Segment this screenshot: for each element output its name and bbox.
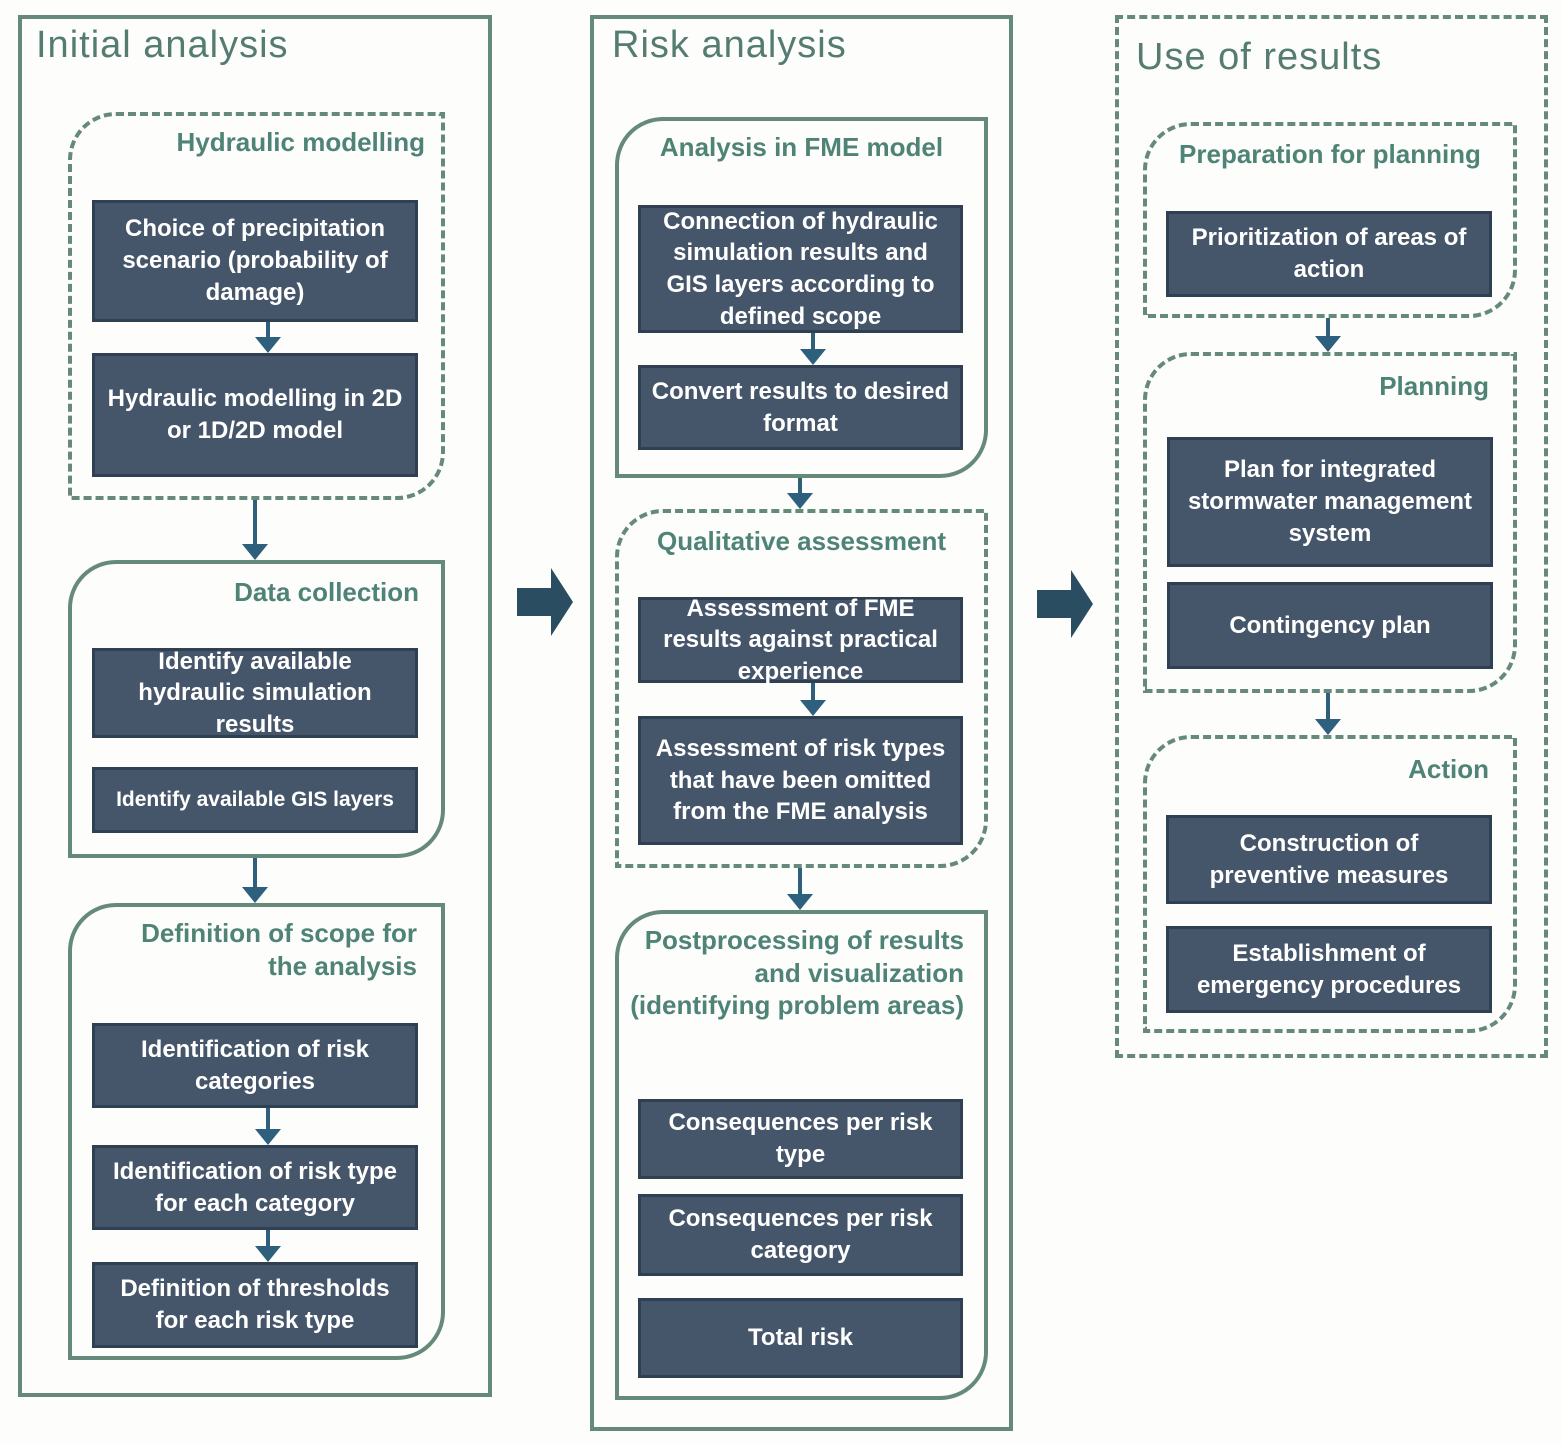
group-heading: Hydraulic modelling	[176, 127, 426, 157]
process-box: Connection of hydraulic simulation resul…	[638, 205, 963, 333]
group-heading: Action	[1408, 754, 1489, 784]
group-heading: Analysis in FME model	[659, 132, 944, 162]
group-definition-of-scope: Definition of scope for the analysis Ide…	[68, 903, 445, 1360]
arrow-down-icon	[242, 500, 268, 560]
group-postprocessing: Postprocessing of results and visualizat…	[615, 910, 988, 1400]
group-hydraulic-modelling: Hydraulic modelling Choice of precipitat…	[68, 112, 445, 500]
process-box: Consequences per risk type	[638, 1099, 963, 1179]
group-qualitative-assessment: Qualitative assessment Assessment of FME…	[615, 509, 988, 868]
process-box: Hydraulic modelling in 2D or 1D/2D model	[92, 353, 418, 477]
column-initial-analysis	[18, 15, 492, 1397]
arrow-down-icon	[242, 858, 268, 903]
process-box: Choice of precipitation scenario (probab…	[92, 200, 418, 322]
group-data-collection: Data collection Identify available hydra…	[68, 560, 445, 858]
process-box: Assessment of risk types that have been …	[638, 716, 963, 845]
group-heading: Preparation for planning	[1179, 139, 1481, 169]
process-box: Construction of preventive measures	[1166, 815, 1492, 904]
arrow-down-icon	[800, 683, 826, 716]
arrow-down-icon	[255, 1230, 281, 1262]
arrow-down-icon	[1315, 693, 1341, 735]
process-box: Assessment of FME results against practi…	[638, 595, 963, 685]
arrow-right-icon	[1037, 570, 1093, 638]
arrow-down-icon	[787, 868, 813, 910]
group-heading: Definition of scope for the analysis	[141, 918, 417, 981]
arrow-down-icon	[787, 478, 813, 509]
process-box: Plan for integrated stormwater managemen…	[1167, 437, 1493, 567]
process-box: Identification of risk type for each cat…	[92, 1145, 418, 1230]
group-action: Action Construction of preventive measur…	[1143, 735, 1517, 1033]
column-use-of-results	[1115, 15, 1548, 1058]
group-heading: Postprocessing of results and visualizat…	[630, 925, 964, 1020]
process-box: Establishment of emergency procedures	[1166, 926, 1492, 1013]
group-heading: Data collection	[234, 577, 419, 607]
group-analysis-in-fme-model: Analysis in FME model Connection of hydr…	[615, 117, 988, 478]
process-box: Definition of thresholds for each risk t…	[92, 1262, 418, 1348]
process-box: Total risk	[638, 1298, 963, 1378]
process-box: Consequences per risk category	[638, 1194, 963, 1276]
process-box: Identify available hydraulic simulation …	[92, 648, 418, 738]
column-risk-analysis	[590, 15, 1013, 1431]
arrow-right-icon	[517, 568, 573, 636]
group-heading: Planning	[1379, 371, 1489, 401]
column-title-risk-analysis: Risk analysis	[612, 24, 847, 66]
arrow-down-icon	[255, 322, 281, 353]
process-box: Contingency plan	[1167, 582, 1493, 669]
arrow-down-icon	[1315, 318, 1341, 352]
column-title-initial-analysis: Initial analysis	[36, 24, 289, 66]
process-box: Convert results to desired format	[638, 365, 963, 450]
group-heading: Qualitative assessment	[656, 526, 947, 556]
process-box: Identify available GIS layers	[92, 767, 418, 833]
column-title-use-of-results: Use of results	[1136, 36, 1383, 78]
process-box: Identification of risk categories	[92, 1023, 418, 1108]
group-preparation-for-planning: Preparation for planning Prioritization …	[1143, 122, 1517, 318]
arrow-down-icon	[800, 333, 826, 365]
group-planning: Planning Plan for integrated stormwater …	[1143, 352, 1517, 693]
arrow-down-icon	[255, 1108, 281, 1145]
process-box: Prioritization of areas of action	[1166, 211, 1492, 297]
